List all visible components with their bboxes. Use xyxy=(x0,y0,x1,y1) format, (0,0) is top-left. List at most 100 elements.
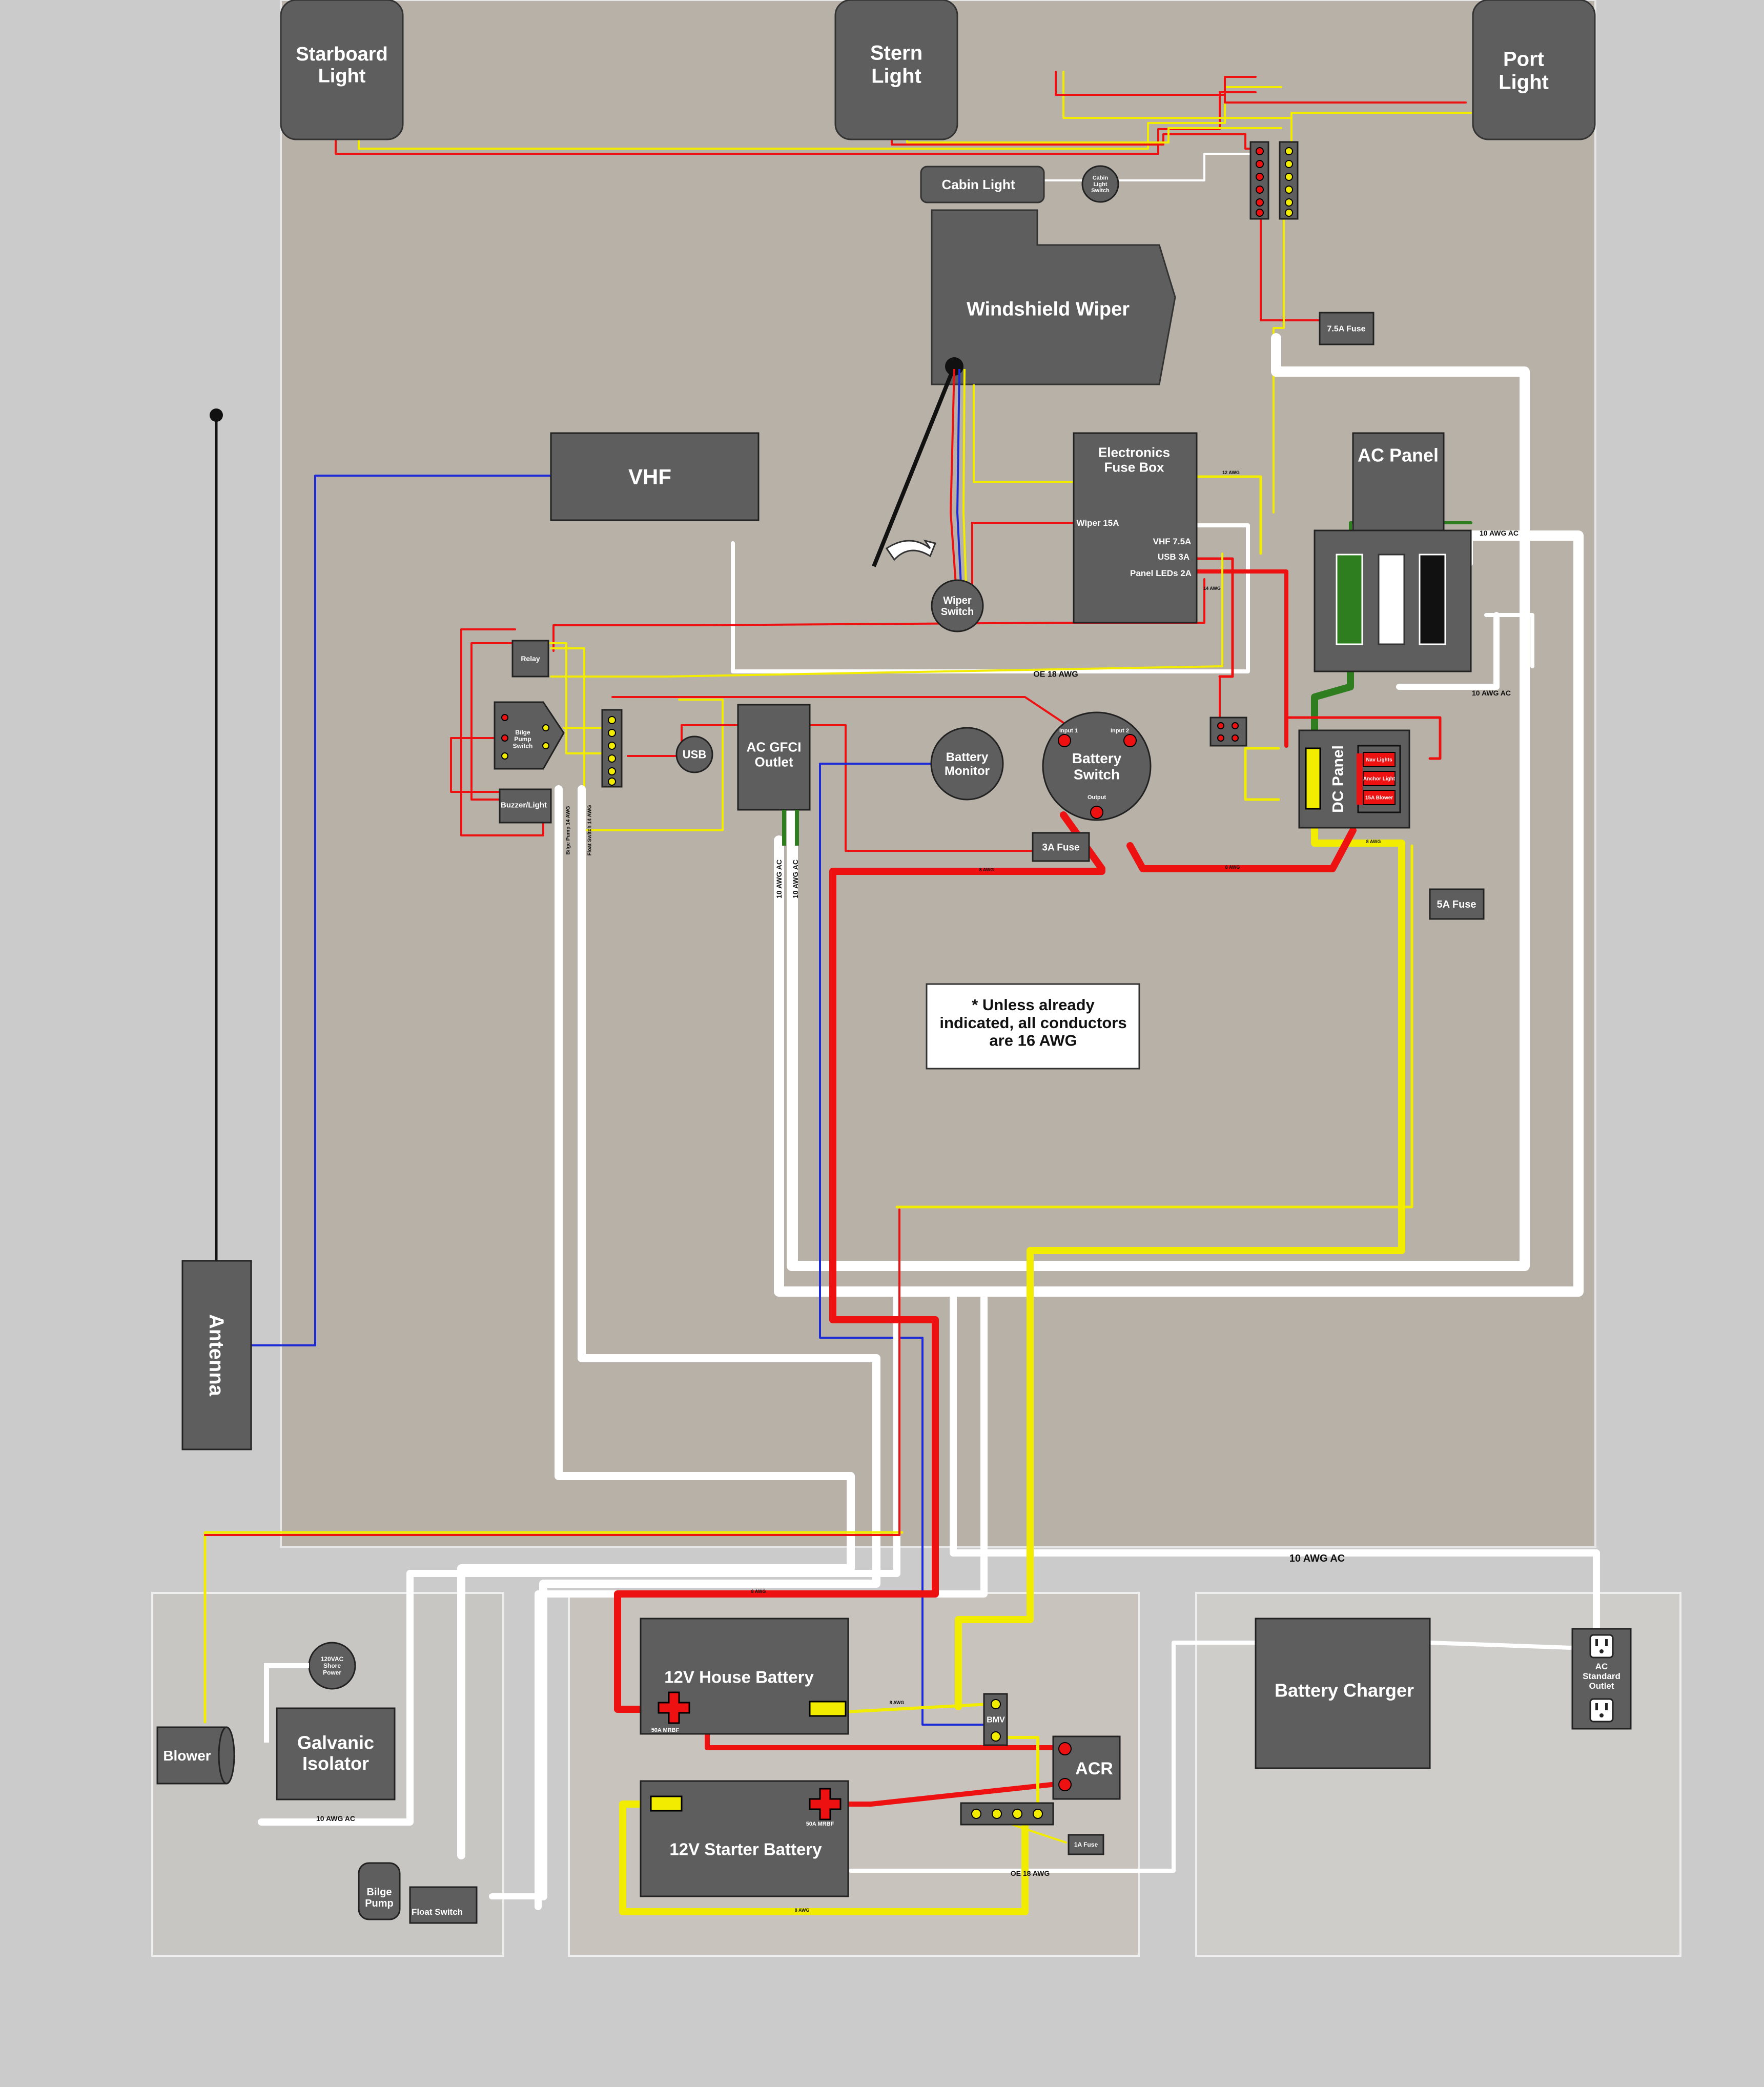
antenna-tip xyxy=(210,408,223,422)
dc-panel-red-lead xyxy=(1357,753,1363,805)
wire-fuse-box-red-to-ac xyxy=(1195,569,1288,748)
note-box xyxy=(926,983,1140,1070)
wire-yellow-bmv-to-bus xyxy=(995,1736,1039,1811)
wire-wiper-multicolor-blue xyxy=(956,369,962,585)
float-switch-label: Float Switch xyxy=(412,1907,463,1917)
wire-7-5-fuse-red xyxy=(1260,214,1326,321)
fuse-1a: 1A Fuse xyxy=(1068,1834,1104,1855)
outlet-ground xyxy=(1599,1713,1604,1717)
wire-wiper-multicolor-red xyxy=(949,369,957,585)
dc-blower-label: 15A Blower xyxy=(1365,795,1393,801)
fuse-usb-label: USB 3A xyxy=(1158,552,1189,562)
house-battery-positive-icon xyxy=(658,1691,690,1724)
float-switch-body xyxy=(409,1886,478,1924)
house-battery-negative-terminal xyxy=(809,1701,847,1717)
wire-blue-antenna xyxy=(250,475,552,1346)
left-terminal-block xyxy=(601,709,623,788)
dot xyxy=(1012,1809,1022,1819)
dc-panel: DC Panel Nav Lights Anchor Light 15A Blo… xyxy=(1298,729,1410,829)
wire-red-relay-loop xyxy=(552,578,1205,652)
starter-battery: 12V Starter Battery 50A MRBF xyxy=(640,1780,849,1897)
wire-wiper-fuse-yellow xyxy=(973,384,1074,483)
wiper-arm xyxy=(872,365,956,567)
wire-wiper-multicolor-yellow xyxy=(962,369,967,585)
dot xyxy=(608,767,616,775)
wire-label-8awg-e: 8 AWG xyxy=(795,1908,810,1913)
dot xyxy=(1232,722,1239,729)
dc-panel-nav-lights xyxy=(1363,752,1396,767)
antenna-label: Antenna xyxy=(205,1314,228,1397)
fuse-7-5a-label: 7.5A Fuse xyxy=(1327,325,1366,334)
battery-switch-input1-label: Input 1 xyxy=(1059,728,1078,734)
ac-panel-top xyxy=(1352,432,1445,531)
nav-terminal-dots xyxy=(1256,147,1293,217)
battery-switch-input2-label: Input 2 xyxy=(1111,728,1129,734)
port-light-box xyxy=(1472,0,1596,140)
wire-red-battery-switch-to-dc xyxy=(1126,827,1357,872)
vhf-label: VHF xyxy=(628,465,671,489)
relay-box xyxy=(511,640,549,678)
wire-red-house-feed xyxy=(614,811,1105,1713)
dot xyxy=(542,724,549,731)
wire-stern-yellow xyxy=(906,127,1282,144)
blower-end xyxy=(218,1726,235,1785)
fuse-5a-label: 5A Fuse xyxy=(1437,899,1476,910)
starter-battery-negative-terminal xyxy=(650,1795,683,1812)
usb-circle xyxy=(675,735,713,773)
fuse-3a: 3A Fuse xyxy=(1032,832,1090,862)
wire-blue-bmv xyxy=(819,763,990,1726)
wire-white-charger-to-outlet xyxy=(1428,1641,1573,1650)
outlet-ground xyxy=(1599,1649,1604,1653)
wire-7-5-fuse-yellow xyxy=(1273,214,1285,514)
wire-label-oe18-top: OE 18 AWG xyxy=(1033,670,1078,679)
dot xyxy=(1285,209,1293,217)
dot xyxy=(1285,186,1293,194)
dc-panel-label: DC Panel xyxy=(1330,745,1347,813)
wire-port-red-2 xyxy=(1055,71,1226,96)
nav-terminal-blocks xyxy=(1249,141,1299,220)
wire-yellow-relay-loop xyxy=(550,553,1223,678)
dot xyxy=(1217,722,1224,729)
dot xyxy=(608,754,616,763)
stern-light-box xyxy=(834,0,958,140)
wire-yellow-dc-panel xyxy=(955,819,1405,1710)
wire-yellow-dc-panel-left xyxy=(1244,747,1280,801)
battery-monitor-circle xyxy=(930,727,1004,801)
dot xyxy=(608,742,616,750)
battery-switch-output-label: Output xyxy=(1088,794,1106,801)
blower-body xyxy=(156,1726,228,1785)
wire-left-red-2 xyxy=(470,642,516,801)
blower: Blower xyxy=(156,1726,235,1785)
wire-label-8awg-f: 8 AWG xyxy=(890,1700,905,1705)
battery-switch-input2-terminal xyxy=(1123,734,1137,747)
bilge-pump-body xyxy=(358,1862,401,1920)
dc-panel-anchor-light xyxy=(1363,771,1396,786)
fuse-1a-label: 1A Fuse xyxy=(1074,1841,1098,1848)
dot xyxy=(1285,147,1293,155)
relay: Relay xyxy=(511,640,549,678)
windshield-wiper-body xyxy=(931,209,1176,385)
electronics-fuse-box-body xyxy=(1073,432,1198,624)
wiper-direction-arrow-icon xyxy=(885,539,937,561)
acr-label: ACR xyxy=(1075,1759,1113,1778)
negative-bus xyxy=(960,1802,1054,1826)
antenna: Antenna xyxy=(181,408,252,1450)
house-battery-label: 12V House Battery xyxy=(664,1668,814,1687)
dot xyxy=(501,714,508,721)
wire-label-10awg-e: 10 AWG AC xyxy=(775,860,783,898)
house-battery: 12V House Battery 50A MRBF xyxy=(640,1618,849,1735)
ac-panel-breaker-green xyxy=(1336,554,1363,645)
battery-switch-output-terminal xyxy=(1090,806,1103,819)
nav-light-harness xyxy=(335,71,1472,514)
wire-fuse-box-red-to-switch xyxy=(1195,557,1234,678)
wire-left-red-1 xyxy=(460,628,544,836)
